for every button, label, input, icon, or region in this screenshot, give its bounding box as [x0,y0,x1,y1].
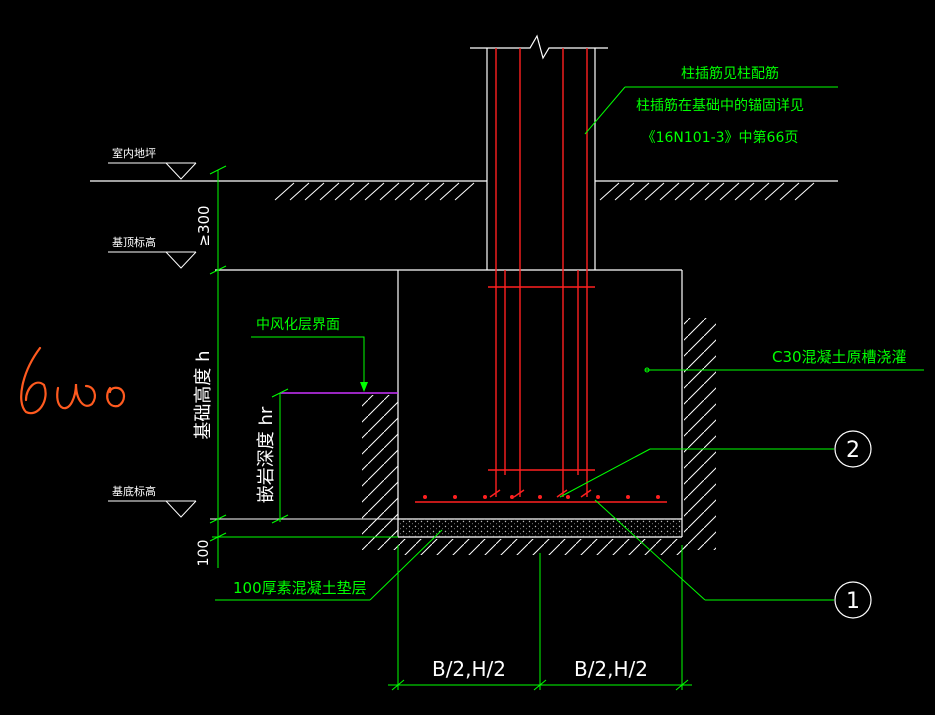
dim-half-right: B/2,H/2 [574,657,648,681]
bottom-mesh-rebar [415,495,667,503]
dim-cushion-100: 100 [196,540,212,567]
elevation-symbol-bottom [108,500,197,518]
concrete-label: C30混凝土原槽浇灌 [772,348,907,366]
handwritten-note [20,346,126,415]
cushion-label: 100厚素混凝土垫层 [233,579,367,597]
anchorage-note-1: 柱插筋在基础中的锚固详见 [636,97,804,114]
rock-hatch-bottom [398,539,688,555]
weathered-interface-label: 中风化层界面 [256,317,340,333]
dim-rock-depth: 嵌岩深度 hr [256,406,277,503]
elevation-symbol-top [108,251,197,269]
concrete-leader-dot [644,367,650,373]
vertical-dimension-lines [209,165,398,568]
cushion-layer [398,519,682,537]
top-elevation-label: 基顶标高 [112,235,156,249]
column-rebar [488,48,595,498]
interface-arrow [360,382,368,392]
dim-foundation-height: 基础高度 h [193,350,214,439]
horizontal-dimension-lines [388,545,692,691]
indoor-floor-label: 室内地坪 [112,146,156,160]
bottom-elevation-label: 基底标高 [112,484,156,498]
dim-half-left: B/2,H/2 [432,657,506,681]
leader-lines [215,86,924,601]
foundation-outline [215,269,683,538]
callout-circle-2 [834,430,872,468]
callout-circle-1 [834,581,872,619]
anchorage-note-2: 《16N101-3》中第66页 [642,129,799,146]
soil-hatch [274,182,815,201]
column-bars-note: 柱插筋见柱配筋 [681,65,779,82]
callout-label-1: 1 [846,589,860,614]
rock-hatch-right [684,318,716,550]
elevation-symbol-indoor [108,162,197,180]
dim-min-300: ≥300 [195,205,213,246]
callout-label-2: 2 [846,438,860,463]
rock-hatch-left [362,395,398,550]
